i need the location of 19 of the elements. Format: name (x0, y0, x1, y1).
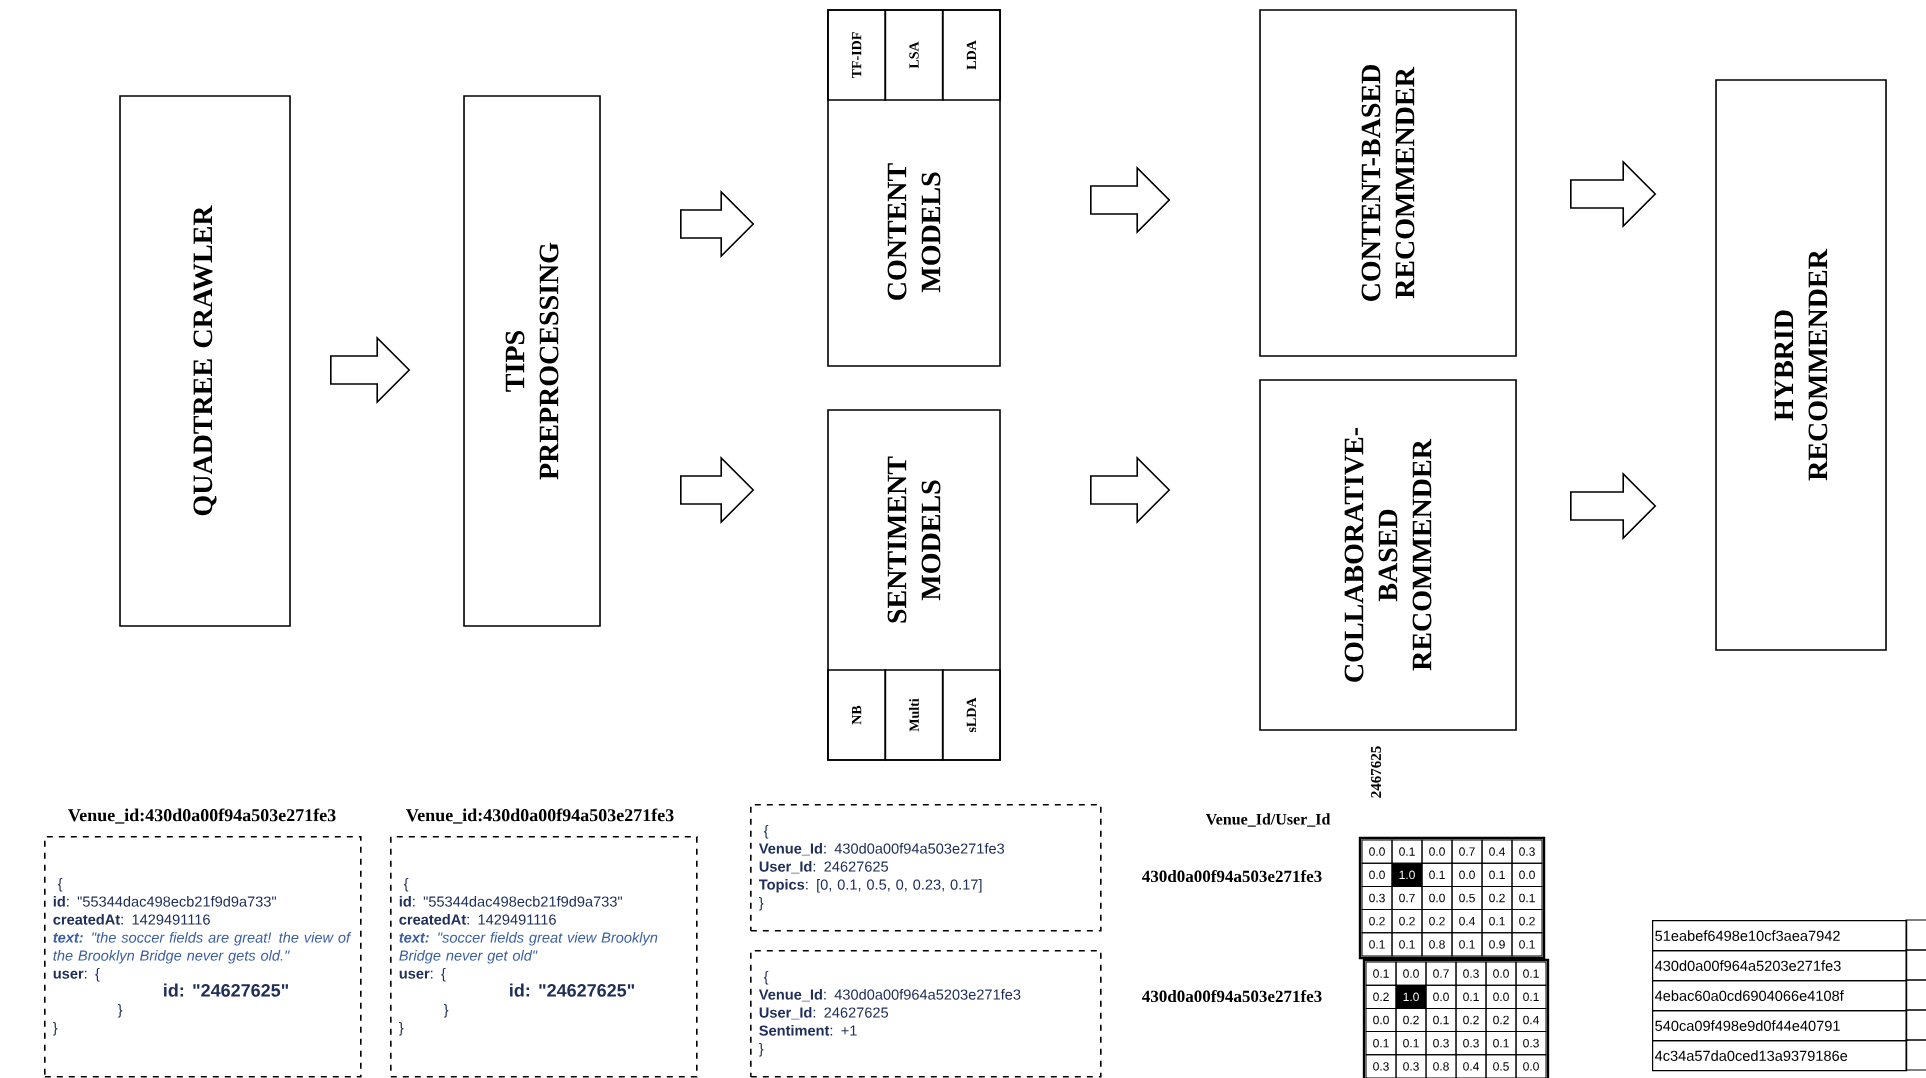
recommender-box: COLLABORATIVE-BASED RECOMMENDER (1259, 379, 1517, 731)
block-arrow (1570, 472, 1657, 540)
box-heading: Venue_id:430d0a00f94a503e271fe3 (406, 808, 674, 824)
row-heading: 430d0a00f94a503e271fe3 (1142, 869, 1322, 883)
axis-heading: Venue_Id/User_Id (1205, 813, 1331, 827)
block-arrow (330, 336, 411, 404)
recommender-box: HYBRID RECOMMENDER (1715, 79, 1887, 651)
block-arrow (1570, 160, 1657, 228)
block-arrow (1090, 456, 1171, 524)
recommender-box: CONTENT-BASED RECOMMENDER (1259, 9, 1517, 357)
process-box: QUADTREE CRAWLER (119, 95, 291, 627)
process-box: TIPS PREPROCESSING (463, 95, 601, 627)
row-heading: 430d0a00f94a503e271fe3 (1142, 989, 1322, 1003)
node-label: id: "24627625" (164, 983, 289, 997)
block-arrow (680, 456, 755, 524)
block-arrow (1090, 166, 1171, 234)
node-label: id: "24627625" (510, 983, 635, 997)
box-heading: Venue_id:430d0a00f94a503e271fe3 (68, 808, 336, 824)
block-arrow (680, 190, 755, 258)
